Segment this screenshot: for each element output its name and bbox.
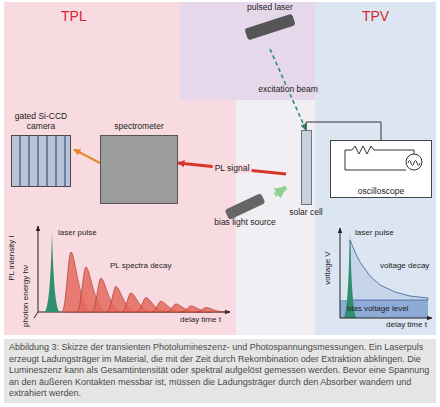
- wire: [345, 150, 406, 170]
- bias-light-beam: [275, 187, 286, 195]
- section-title: TPL: [4, 2, 236, 24]
- axis-label: delay time t: [180, 316, 221, 325]
- oscilloscope-body: [330, 140, 432, 198]
- pl-signal-beam: [178, 163, 286, 174]
- wire: [400, 150, 414, 154]
- curve-label: voltage decay: [380, 262, 429, 271]
- axis: [340, 318, 432, 319]
- peak-label: laser pulse: [355, 229, 394, 238]
- figure-caption: Abbildung 3: Skizze der transienten Phot…: [4, 339, 436, 403]
- pulsed-laser: pulsed laser: [226, 3, 314, 49]
- component-label: spectrometer: [100, 122, 178, 132]
- pl-spectra: [62, 252, 227, 312]
- meter-wave: [408, 161, 420, 166]
- component-label: bias light source: [212, 218, 278, 228]
- spectrum-curve: [197, 307, 227, 312]
- laser-pulse-peak: [44, 232, 60, 312]
- axis-label: delay time t: [386, 321, 427, 330]
- axis: [34, 312, 38, 318]
- bias-light-source: bias light source: [212, 195, 278, 235]
- pulsed-laser-shape: [244, 13, 295, 40]
- axis-label: photon energy hν: [22, 265, 31, 327]
- component-label: solar cell: [286, 208, 326, 218]
- wire: [306, 122, 381, 140]
- oscilloscope-shape: [331, 141, 431, 187]
- bias-light-source-shape: [225, 193, 266, 220]
- beam-label: excitation beam: [256, 85, 320, 94]
- camera-shape: [11, 135, 71, 187]
- curve-label: PL spectra decay: [110, 262, 172, 271]
- tpl-band: TPL gated Si-CCD camera spectrometer: [4, 2, 236, 335]
- axis-label: PL intensity I: [8, 235, 17, 281]
- camera: gated Si-CCD camera: [8, 112, 74, 187]
- axis: [340, 228, 341, 318]
- axis-label: voltage V: [324, 251, 333, 284]
- component-label: oscilloscope: [331, 187, 431, 197]
- solar-cell: solar cell: [286, 130, 326, 218]
- spectrometer-shape: [100, 135, 178, 204]
- dispersed-light: [74, 150, 100, 164]
- component-label: gated Si-CCD camera: [8, 112, 74, 132]
- section-title: TPV: [315, 2, 436, 24]
- level-label: bias voltage level: [347, 305, 408, 314]
- component-label: pulsed laser: [226, 3, 314, 13]
- meter-symbol: [406, 154, 422, 170]
- beam-label: PL signal: [213, 164, 252, 173]
- oscilloscope: oscilloscope: [330, 140, 432, 198]
- solar-cell-shape: [301, 130, 312, 205]
- spectrometer: spectrometer: [100, 122, 178, 204]
- peak-label: laser pulse: [58, 229, 97, 238]
- tpv-band: TPV oscilloscope: [315, 2, 436, 335]
- tpv-ground: [315, 2, 436, 335]
- axis: [38, 226, 39, 312]
- resistor-symbol: [345, 146, 400, 154]
